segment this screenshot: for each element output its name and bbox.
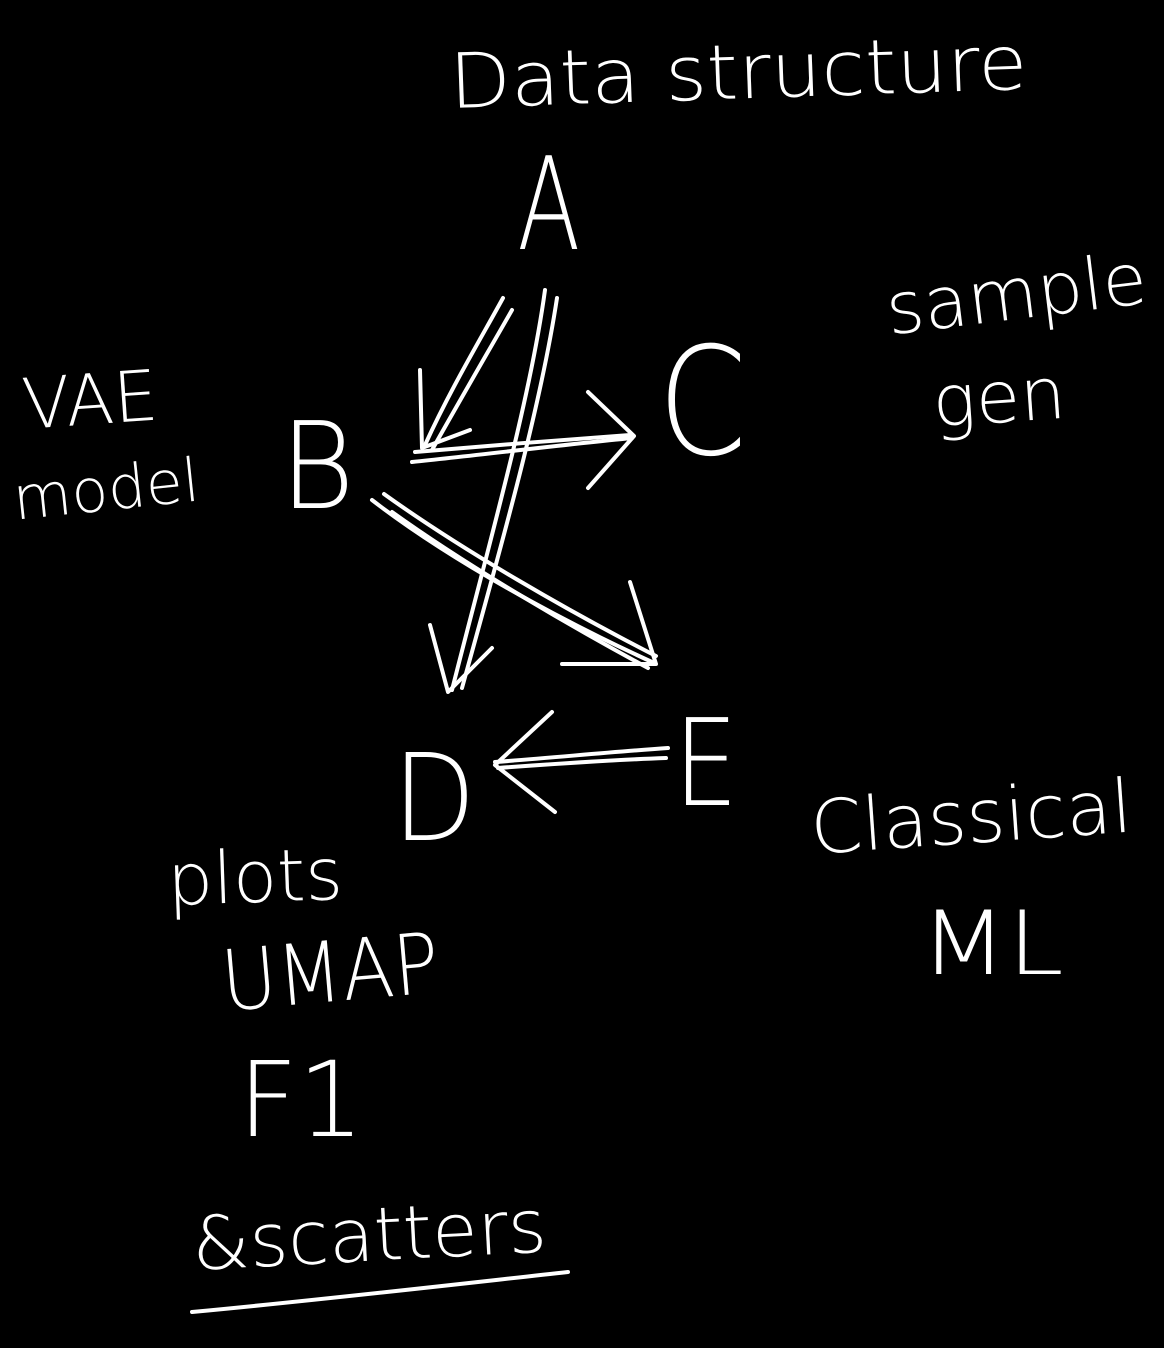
edge-a-to-d <box>428 288 559 694</box>
f1-label: F1 <box>238 1039 364 1161</box>
scatters-underline <box>190 1270 570 1314</box>
node-d: D <box>392 730 476 869</box>
diagram-title: Data structure <box>447 17 1029 126</box>
vae-model-label-line1: VAE <box>19 354 161 446</box>
classical-ml-label-line1: Classical <box>807 763 1135 872</box>
classical-ml-label-line2: ML <box>920 892 1064 995</box>
sample-gen-label-line2: gen <box>929 350 1069 444</box>
scatters-label: &scatters <box>189 1183 549 1288</box>
edge-b-to-c <box>410 390 636 490</box>
node-b: B <box>279 398 355 537</box>
umap-label: UMAP <box>217 914 443 1031</box>
node-c: C <box>657 316 747 490</box>
vae-model-label-line2: model <box>9 445 203 535</box>
node-a: A <box>517 131 581 280</box>
edge-b-to-e <box>370 492 658 670</box>
edge-e-to-d <box>493 710 670 814</box>
plots-label: plots <box>165 831 345 922</box>
edge-a-to-b <box>418 296 514 452</box>
node-e: E <box>673 695 739 834</box>
